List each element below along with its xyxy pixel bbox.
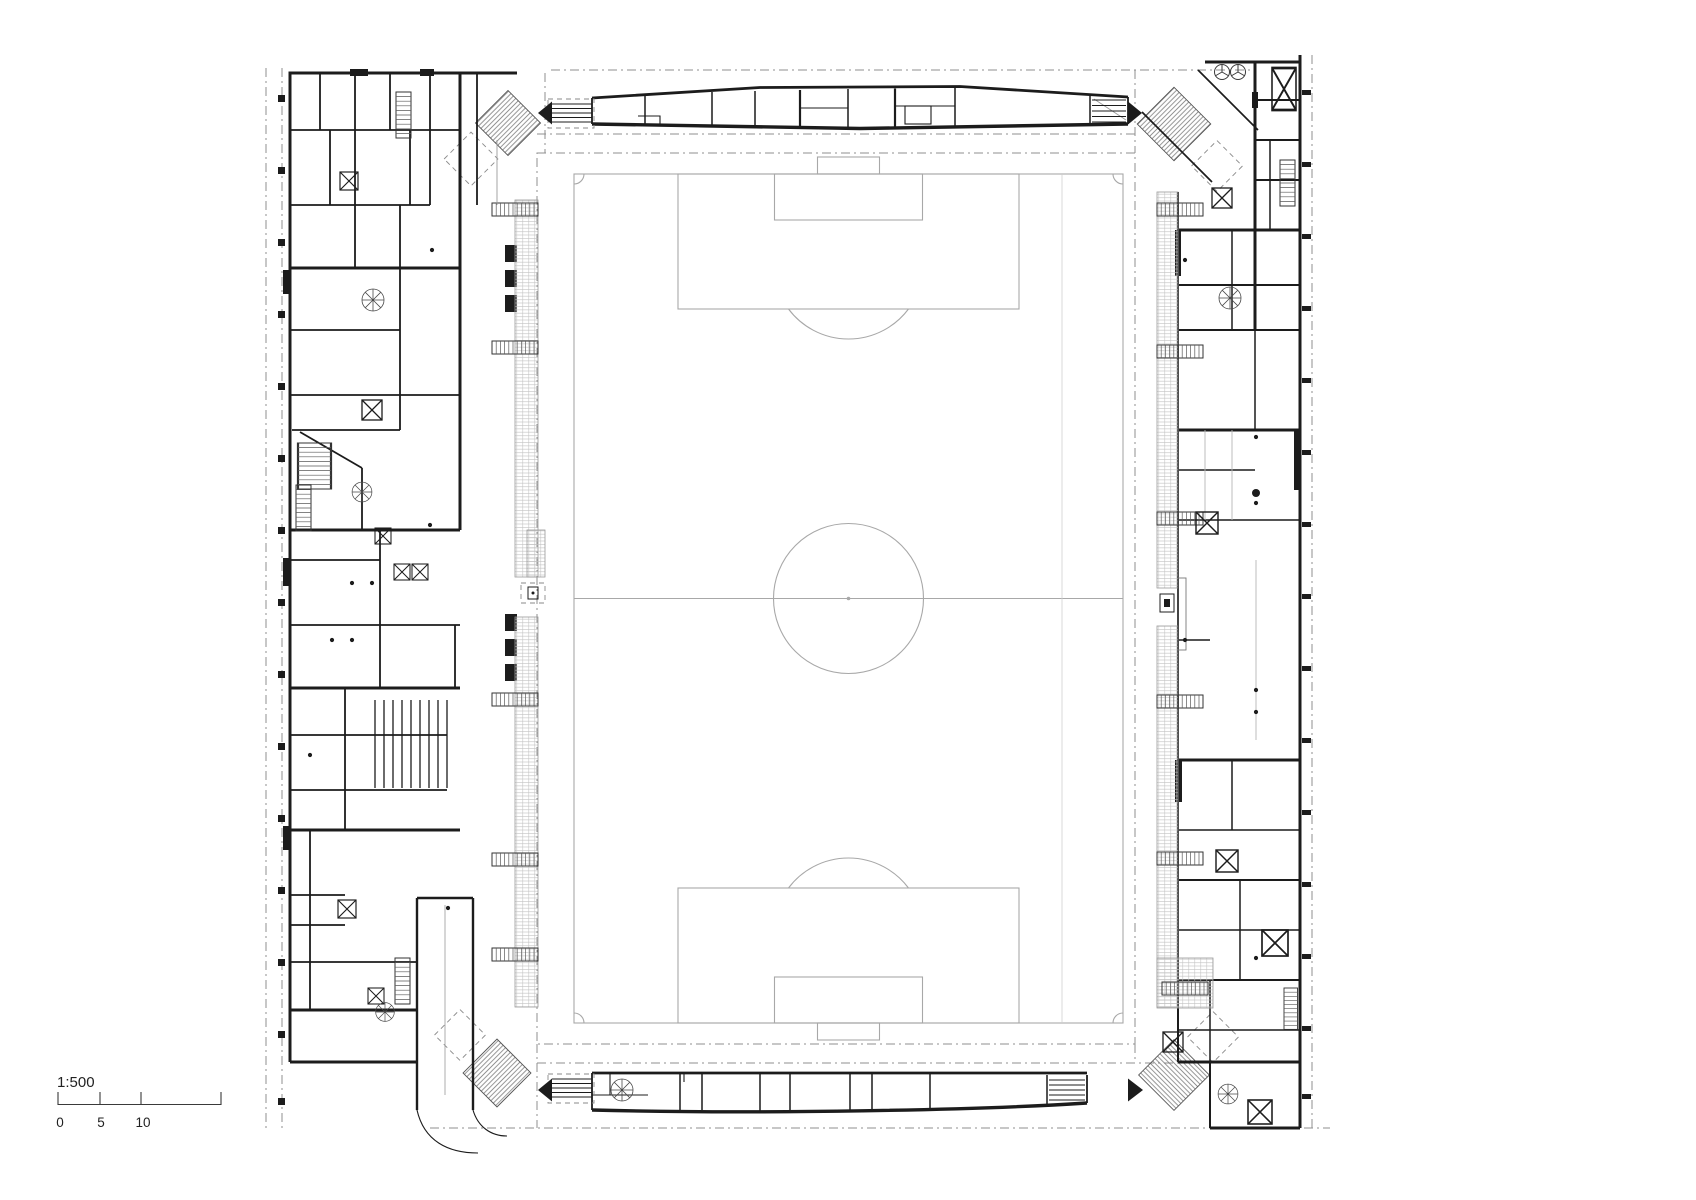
spiral-stair-icon	[375, 1002, 395, 1022]
scale-bar: 1:500 0 5 10	[56, 1074, 222, 1130]
east-column-ticks	[1302, 90, 1311, 1099]
spiral-stair-icon	[351, 481, 373, 503]
stair-icon	[394, 957, 411, 1005]
corner-ramp-nw	[443, 89, 542, 187]
goal-area-south	[773, 976, 924, 1024]
east-gallery	[1156, 191, 1214, 1009]
shaft-icon	[411, 563, 429, 581]
scale-tick-10: 10	[135, 1115, 150, 1130]
tree-icon	[1230, 64, 1246, 80]
west-column-ticks	[278, 95, 285, 1105]
north-gangway-east	[1092, 99, 1142, 125]
columns	[307, 247, 451, 911]
centre-circle	[772, 522, 925, 675]
entry-arrow-icon	[538, 1078, 552, 1102]
tree-symbols	[1214, 64, 1246, 80]
stair-icon	[395, 91, 412, 139]
east-wing	[1156, 55, 1302, 1130]
shaft-icon	[1215, 849, 1239, 873]
goal-north	[816, 156, 881, 175]
penalty-arcs	[788, 308, 909, 889]
shaft-icon	[337, 899, 357, 919]
stair-icon	[1283, 987, 1298, 1030]
corner-ramp-ne	[1136, 69, 1259, 193]
north-gangway-west	[538, 98, 595, 129]
south-gangway-east	[1049, 1078, 1143, 1102]
tree-icon	[1214, 64, 1230, 80]
spiral-stair-icon	[1217, 1083, 1239, 1105]
shaft-icon	[367, 987, 385, 1005]
stair-icon	[295, 484, 312, 532]
penalty-area-north	[677, 173, 1020, 310]
penalty-area-south	[677, 887, 1020, 1024]
south-stand	[538, 1071, 1143, 1114]
corner-ramp-sw	[433, 1008, 532, 1108]
columns	[1182, 257, 1260, 961]
cellular-rooms	[374, 700, 448, 788]
camera-position-marker	[1159, 593, 1175, 613]
goal-south	[816, 1022, 881, 1041]
shaft-icon	[361, 399, 383, 421]
shaft-icon	[1247, 1099, 1273, 1125]
shaft-icon	[1211, 187, 1233, 209]
shaft-icon	[1261, 929, 1289, 957]
spiral-stair-icon	[361, 288, 385, 312]
vehicle-ramp	[415, 896, 508, 1154]
south-gangway-west	[538, 1073, 595, 1104]
goal-area-north	[773, 173, 924, 221]
stair-icon	[1279, 159, 1296, 207]
stair-icon	[296, 441, 333, 491]
entry-arrow-icon	[1128, 1078, 1143, 1102]
scale-tick-0: 0	[56, 1115, 64, 1130]
scale-tick-5: 5	[97, 1115, 105, 1130]
scale-bar-line	[57, 1092, 222, 1106]
corner-arcs	[573, 173, 1124, 1024]
entry-arrow-icon	[538, 101, 552, 125]
football-pitch	[573, 156, 1124, 1041]
west-gallery	[491, 199, 546, 1008]
west-wing	[283, 69, 546, 1154]
spiral-stair-icon	[610, 1078, 634, 1102]
shaft-icon	[1270, 66, 1298, 112]
shaft-icon	[393, 563, 411, 581]
entry-arrow-icon	[1128, 101, 1142, 125]
camera-position-marker	[520, 582, 546, 604]
centre-spot	[846, 596, 851, 601]
scale-label: 1:500	[57, 1074, 95, 1091]
north-stand	[538, 85, 1142, 131]
spiral-stair-icon	[1218, 286, 1242, 310]
